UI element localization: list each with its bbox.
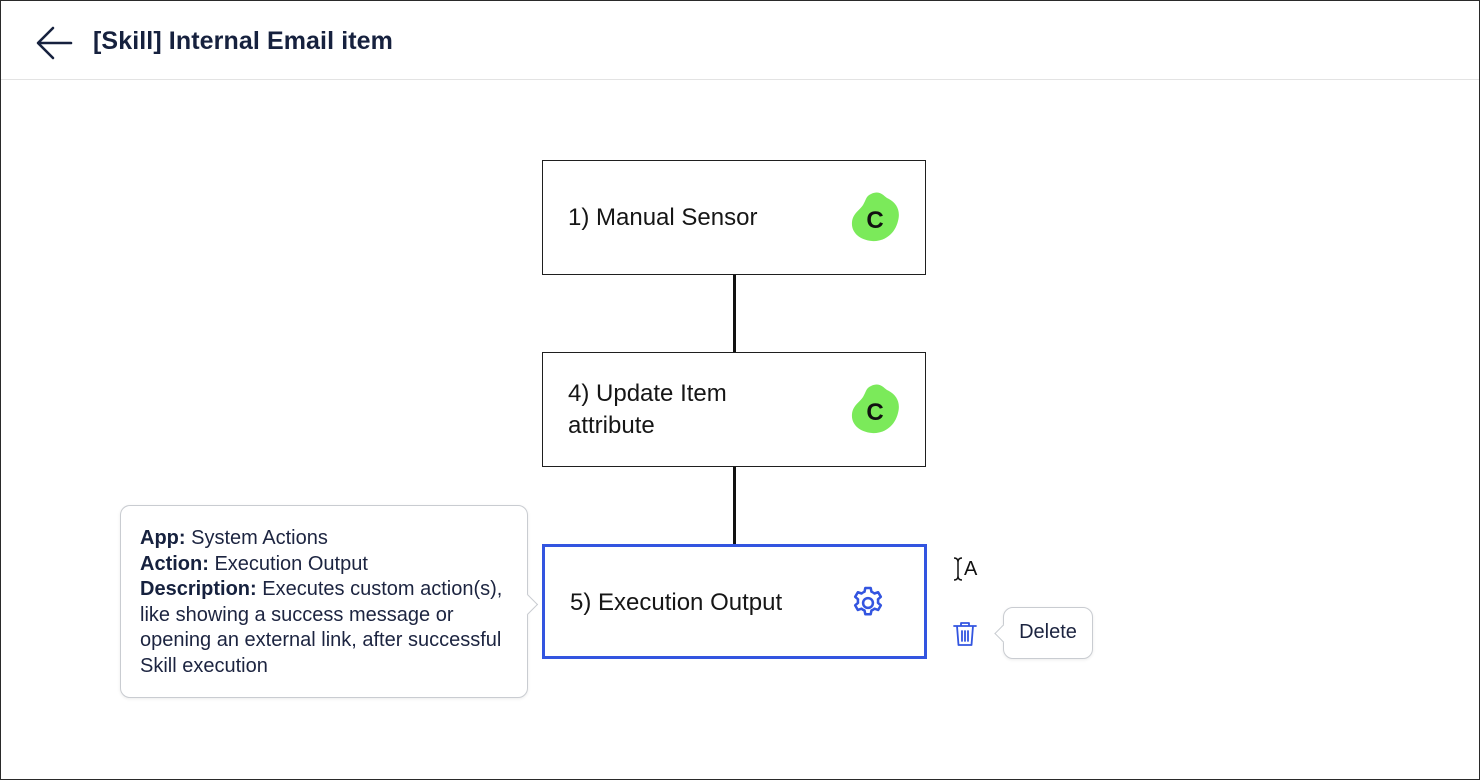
node-label: 5) Execution Output: [570, 589, 783, 616]
tooltip-description-label: Description:: [140, 578, 257, 600]
arrow-left-icon: [36, 26, 73, 60]
app-logo-c-icon: C: [849, 383, 901, 435]
tooltip-description-row: Description: Executes custom action(s), …: [140, 577, 512, 679]
flow-connector: [733, 466, 736, 546]
node-label: 1) Manual Sensor: [568, 204, 758, 231]
app-logo-c-icon: C: [849, 191, 901, 243]
delete-tooltip-text: Delete: [1019, 621, 1077, 643]
rename-button[interactable]: A: [952, 556, 980, 582]
tooltip-app-value: System Actions: [185, 527, 328, 549]
tooltip-app-label: App:: [140, 527, 186, 549]
flow-node-update-item-attribute[interactable]: 4) Update Item attribute C: [542, 352, 926, 467]
page-title: [Skill] Internal Email item: [93, 27, 394, 55]
node-label-line: attribute: [568, 412, 655, 439]
tooltip-action-row: Action: Execution Output: [140, 552, 512, 578]
delete-button[interactable]: [952, 620, 978, 648]
tooltip-app-row: App: System Actions: [140, 526, 512, 552]
flow-connector: [733, 274, 736, 353]
flow-node-execution-output[interactable]: 5) Execution Output: [542, 544, 927, 659]
trash-icon: [953, 622, 977, 646]
page-header: [Skill] Internal Email item: [1, 1, 1479, 80]
gear-icon: [849, 584, 887, 622]
node-info-tooltip: App: System Actions Action: Execution Ou…: [120, 505, 539, 698]
tooltip-content: App: System Actions Action: Execution Ou…: [140, 526, 512, 679]
node-label-line: 4) Update Item: [568, 380, 727, 407]
flow-node-manual-sensor[interactable]: 1) Manual Sensor C: [542, 160, 926, 275]
tooltip-description-value: Executes custom action(s), like showing …: [140, 578, 503, 677]
tooltip-action-value: Execution Output: [208, 552, 368, 575]
text-cursor-icon: [953, 557, 963, 581]
rename-letter: A: [964, 558, 978, 580]
delete-tooltip: Delete: [994, 607, 1093, 659]
node-label: 4) Update Item attribute: [568, 378, 727, 442]
tooltip-action-label: Action:: [140, 552, 209, 575]
svg-text:C: C: [866, 399, 883, 426]
back-button[interactable]: [35, 25, 73, 61]
svg-text:C: C: [866, 207, 883, 234]
